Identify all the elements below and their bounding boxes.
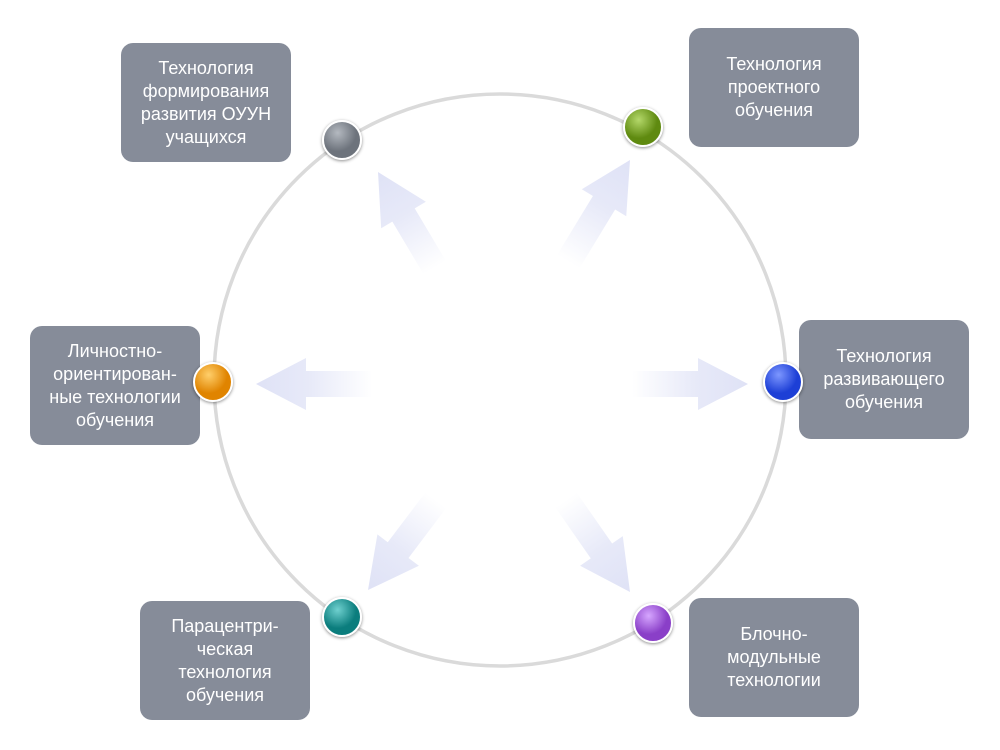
node-label-line: модульные	[727, 647, 821, 667]
node-label-line: учащихся	[165, 126, 247, 147]
node-label-line: Технология	[158, 57, 254, 78]
node-dot-top-right	[623, 107, 663, 147]
node-box-top-right: Технология проектного обучения	[689, 28, 859, 147]
node-box-top-left: Технология формирования развития ОУУН уч…	[121, 43, 291, 162]
node-label-line: формирования	[142, 80, 270, 101]
node-dot-left	[193, 362, 233, 402]
node-box-bottom-right: Блочно- модульные технологии	[689, 598, 859, 717]
node-label-line: Личностно-	[67, 340, 163, 361]
node-label-line: проектного	[727, 77, 821, 97]
node-label-line: Технология	[836, 346, 932, 366]
node-box-left: Личностно- ориентирован- ные технологии …	[30, 326, 200, 445]
node-dot-right	[763, 362, 803, 402]
node-label-line: Парацентри-	[171, 615, 279, 636]
node-label-line: ные технологии	[49, 386, 181, 407]
node-box-bottom-left: Парацентри- ческая технология обучения	[140, 601, 310, 720]
arrow-to-left	[256, 358, 372, 410]
node-label-line: обучения	[844, 392, 924, 412]
node-label-line: Блочно-	[740, 624, 808, 644]
node-box-right: Технология развивающего обучения	[799, 320, 969, 439]
arrow-to-top-left	[377, 171, 447, 275]
node-label-line: развития ОУУН	[140, 103, 272, 124]
arrow-to-bottom-right	[555, 492, 630, 592]
node-label-line: обучения	[734, 100, 814, 120]
arrow-to-right	[632, 358, 748, 410]
node-label-line: ческая	[196, 638, 254, 659]
node-label-line: технологии	[727, 670, 821, 690]
arrows-layer	[256, 159, 748, 592]
arrow-to-bottom-left	[367, 492, 447, 591]
node-label-line: развивающего	[823, 369, 945, 389]
node-label-line: обучения	[75, 409, 155, 430]
node-dot-top-left	[322, 120, 362, 160]
node-dot-bottom-right	[633, 603, 673, 643]
node-label-line: обучения	[185, 684, 265, 705]
node-dot-bottom-left	[322, 597, 362, 637]
arrow-to-top-right	[556, 159, 631, 269]
node-label-line: Технология	[726, 54, 822, 74]
node-label-line: ориентирован-	[53, 363, 177, 384]
node-label-line: технология	[178, 661, 272, 682]
